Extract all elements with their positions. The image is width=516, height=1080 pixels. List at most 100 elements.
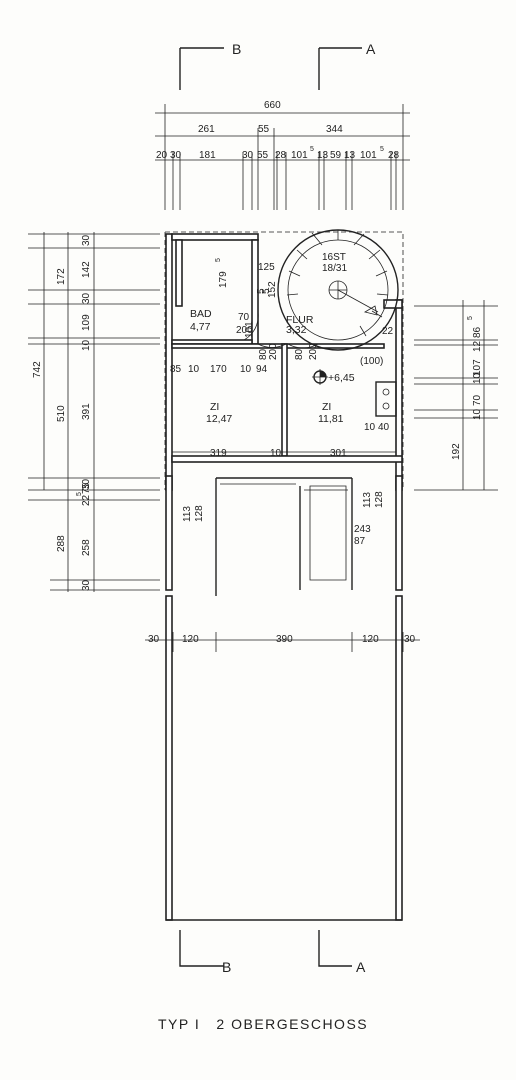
dim-bal-113a: 113 — [182, 506, 193, 522]
dim-r107: 107 — [472, 359, 483, 376]
dim-b-30a: 30 — [148, 634, 160, 645]
dim-st-152: 152 — [267, 281, 278, 298]
dim-l75: 75 — [81, 482, 92, 494]
level-label: +6,45 — [328, 372, 355, 384]
dim-w10: 10 — [270, 448, 282, 459]
dim-bal-87: 87 — [354, 536, 366, 547]
room-flur-area: 3,32 — [286, 324, 307, 336]
dim-t30b: 30 — [242, 150, 254, 161]
section-marker-b-bottom: B — [179, 930, 231, 975]
dim-t59: 59 — [330, 150, 342, 161]
kitchen-unit — [375, 381, 397, 417]
dim-55: 55 — [258, 124, 270, 135]
dim-l30a: 30 — [81, 234, 92, 246]
dim-door-200b: 200 — [308, 343, 319, 360]
dim-r10a: 10 — [472, 372, 483, 384]
dim-st-5b: 5 — [261, 288, 272, 294]
dim-row-10b: 10 — [240, 364, 252, 375]
garden-walls: 30 120 390 120 30 — [145, 595, 420, 921]
dim-t30a: 30 — [170, 150, 182, 161]
dim-l30d: 30 — [81, 579, 92, 591]
dim-l288: 288 — [56, 535, 67, 552]
dim-k-40: 40 — [378, 422, 390, 433]
dim-st-22: 22 — [382, 326, 394, 337]
dim-l172: 172 — [56, 268, 67, 285]
dim-k-10: 10 — [364, 422, 376, 433]
section-marker-a-top: A — [318, 41, 376, 90]
dim-bal-113b: 113 — [362, 492, 373, 508]
section-marker-a-bottom: A — [318, 930, 366, 975]
dim-t13b: 13 — [344, 150, 356, 161]
dim-row-94: 94 — [256, 364, 268, 375]
right-dimension-chains: 86 5 12 107 10 70 10 192 — [414, 300, 498, 491]
dim-t28b: 28 — [388, 150, 400, 161]
dim-st-125: 125 — [258, 262, 275, 273]
dim-l109: 109 — [81, 314, 92, 331]
building-walls — [164, 231, 404, 591]
spiral-staircase — [277, 229, 399, 351]
dim-bal-128b: 128 — [374, 491, 385, 508]
dim-r865: 86 — [472, 326, 483, 338]
dim-bad-101: 101 — [244, 321, 255, 338]
dim-st-5a: 5 — [256, 288, 267, 294]
dim-l391: 391 — [81, 403, 92, 420]
dim-b-30b: 30 — [404, 634, 416, 645]
top-dimension-chains: 660 261 55 344 20 30 181 30 55 28 101 5 … — [155, 100, 410, 210]
dim-sup5c: 5 — [76, 492, 83, 496]
dim-door-200a: 200 — [268, 343, 279, 360]
dim-st-100: (100) — [360, 356, 383, 367]
dim-r70: 70 — [472, 394, 483, 406]
dim-sup5b: 5 — [380, 146, 384, 153]
dim-344: 344 — [326, 124, 343, 135]
dim-sup5d: 5 — [467, 316, 474, 320]
balcony-structure: 113 128 113 128 243 87 — [182, 477, 385, 596]
section-label-b-top: B — [232, 41, 241, 57]
dim-l30b: 30 — [81, 292, 92, 304]
dim-bad-70: 70 — [238, 312, 250, 323]
dim-sup5e: 5 — [215, 258, 222, 262]
room-zi1-area: 12,47 — [206, 413, 232, 425]
dim-l10: 10 — [81, 339, 92, 351]
dim-door-80a: 80 — [258, 348, 269, 360]
drawing-caption: TYP I 2 OBERGESCHOSS — [158, 1016, 368, 1032]
room-flur-name: FLUR — [286, 314, 314, 326]
interior-dimensions: 179 5 101 70 200 125 5 152 5 85 10 170 1… — [170, 258, 396, 459]
dim-door-80b: 80 — [294, 348, 305, 360]
dim-t28a: 28 — [275, 150, 287, 161]
dim-b-390: 390 — [276, 634, 293, 645]
dim-bal-243: 243 — [354, 524, 371, 535]
section-marker-b-top: B — [179, 41, 241, 90]
dim-r192: 192 — [451, 443, 462, 460]
room-bad-area: 4,77 — [190, 321, 211, 333]
dim-l142: 142 — [81, 261, 92, 278]
section-label-b-bottom: B — [222, 959, 231, 975]
dim-t181: 181 — [199, 150, 216, 161]
dim-t55: 55 — [257, 150, 269, 161]
dim-b-120a: 120 — [182, 634, 199, 645]
dim-bal-128a: 128 — [194, 505, 205, 522]
dim-bad-200: 200 — [236, 325, 253, 336]
dim-l258: 258 — [81, 539, 92, 556]
dim-l30c: 30 — [81, 478, 92, 490]
dim-total-width: 660 — [264, 100, 281, 111]
dim-l225: 22 — [81, 494, 92, 506]
room-zi2-area: 11,81 — [318, 413, 344, 425]
dim-b-120b: 120 — [362, 634, 379, 645]
level-marker: +6,45 — [312, 369, 355, 385]
dim-bad-179: 179 — [218, 271, 229, 288]
dim-r10b: 10 — [472, 408, 483, 420]
dim-261: 261 — [198, 124, 215, 135]
door-swings — [243, 311, 319, 349]
room-bad-name: BAD — [190, 308, 212, 320]
dim-t13a: 13 — [317, 150, 329, 161]
dim-t101a: 101 — [291, 150, 308, 161]
room-zi2-name: ZI — [322, 401, 331, 413]
section-label-a-top: A — [366, 41, 376, 57]
stair-steps: 16ST — [322, 252, 346, 263]
room-labels: BAD 4,77 FLUR 3,32 ZI 12,47 ZI 11,81 16S… — [190, 252, 347, 425]
stair-ratio: 18/31 — [322, 263, 347, 274]
left-dimension-chains: 742 172 510 288 30 142 30 109 10 391 30 … — [28, 232, 160, 592]
dim-l510: 510 — [56, 405, 67, 422]
section-label-a-bottom: A — [356, 959, 366, 975]
